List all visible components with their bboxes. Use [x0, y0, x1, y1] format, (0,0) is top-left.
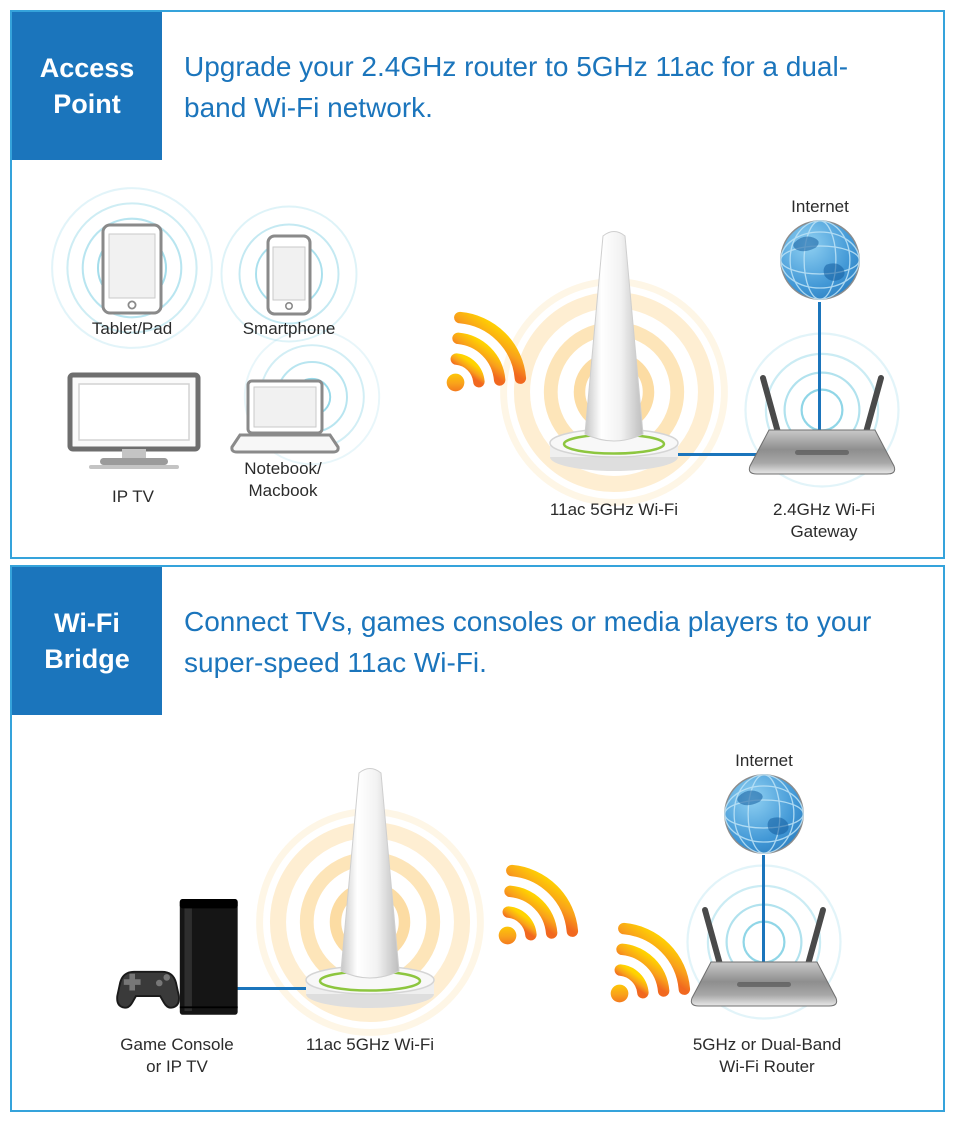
router-label: 2.4GHz Wi-Fi Gateway: [773, 500, 875, 542]
router-icon: [748, 375, 896, 475]
internet-globe-icon: [780, 220, 860, 300]
connection-line-tower-router: [662, 453, 762, 456]
headline-wifi-bridge: Connect TVs, games consoles or media pla…: [184, 606, 872, 679]
internet-label: Internet: [791, 197, 849, 216]
wifi-signal-icon: [446, 311, 527, 392]
game-console-icon: [116, 899, 238, 1015]
mode-label-text: Access Point: [39, 52, 135, 119]
headline-access-point: Upgrade your 2.4GHz router to 5GHz 11ac …: [184, 51, 849, 124]
notebook-icon: [230, 379, 340, 454]
tv-icon: [67, 372, 201, 469]
wifi-signal-icon: [610, 922, 691, 1003]
panel-wifi-bridge: Wi-Fi Bridge Connect TVs, games consoles…: [10, 565, 945, 1112]
connection-line-internet-router: [762, 855, 765, 977]
mode-label-text: Wi-Fi Bridge: [44, 607, 130, 674]
device-label-iptv: IP TV: [112, 487, 154, 506]
tower-device-icon: [305, 768, 435, 1008]
mode-label-box-wifi-bridge: Wi-Fi Bridge: [12, 567, 162, 715]
internet-label: Internet: [735, 751, 793, 770]
tower-label: 11ac 5GHz Wi-Fi: [305, 1035, 435, 1054]
mode-label-box-access-point: Access Point: [12, 12, 162, 160]
router-label: 5GHz or Dual-Band Wi-Fi Router: [692, 1035, 842, 1077]
connection-line-console-tower: [232, 987, 317, 990]
panel-access-point: Access Point Upgrade your 2.4GHz router …: [10, 10, 945, 559]
device-label-tablet: Tablet/Pad: [91, 319, 173, 338]
router-icon: [690, 907, 838, 1007]
smartphone-icon: [266, 234, 312, 316]
device-label-notebook: Notebook/ Macbook: [244, 459, 322, 501]
wifi-signal-icon: [498, 864, 579, 945]
tower-device-icon: [549, 231, 679, 471]
device-label-smartphone: Smartphone: [242, 319, 336, 338]
internet-globe-icon: [724, 774, 804, 854]
connection-line-internet-router: [818, 302, 821, 437]
tablet-icon: [101, 223, 163, 315]
device-label-game-console: Game Console or IP TV: [120, 1035, 234, 1077]
tower-label: 11ac 5GHz Wi-Fi: [549, 500, 679, 519]
